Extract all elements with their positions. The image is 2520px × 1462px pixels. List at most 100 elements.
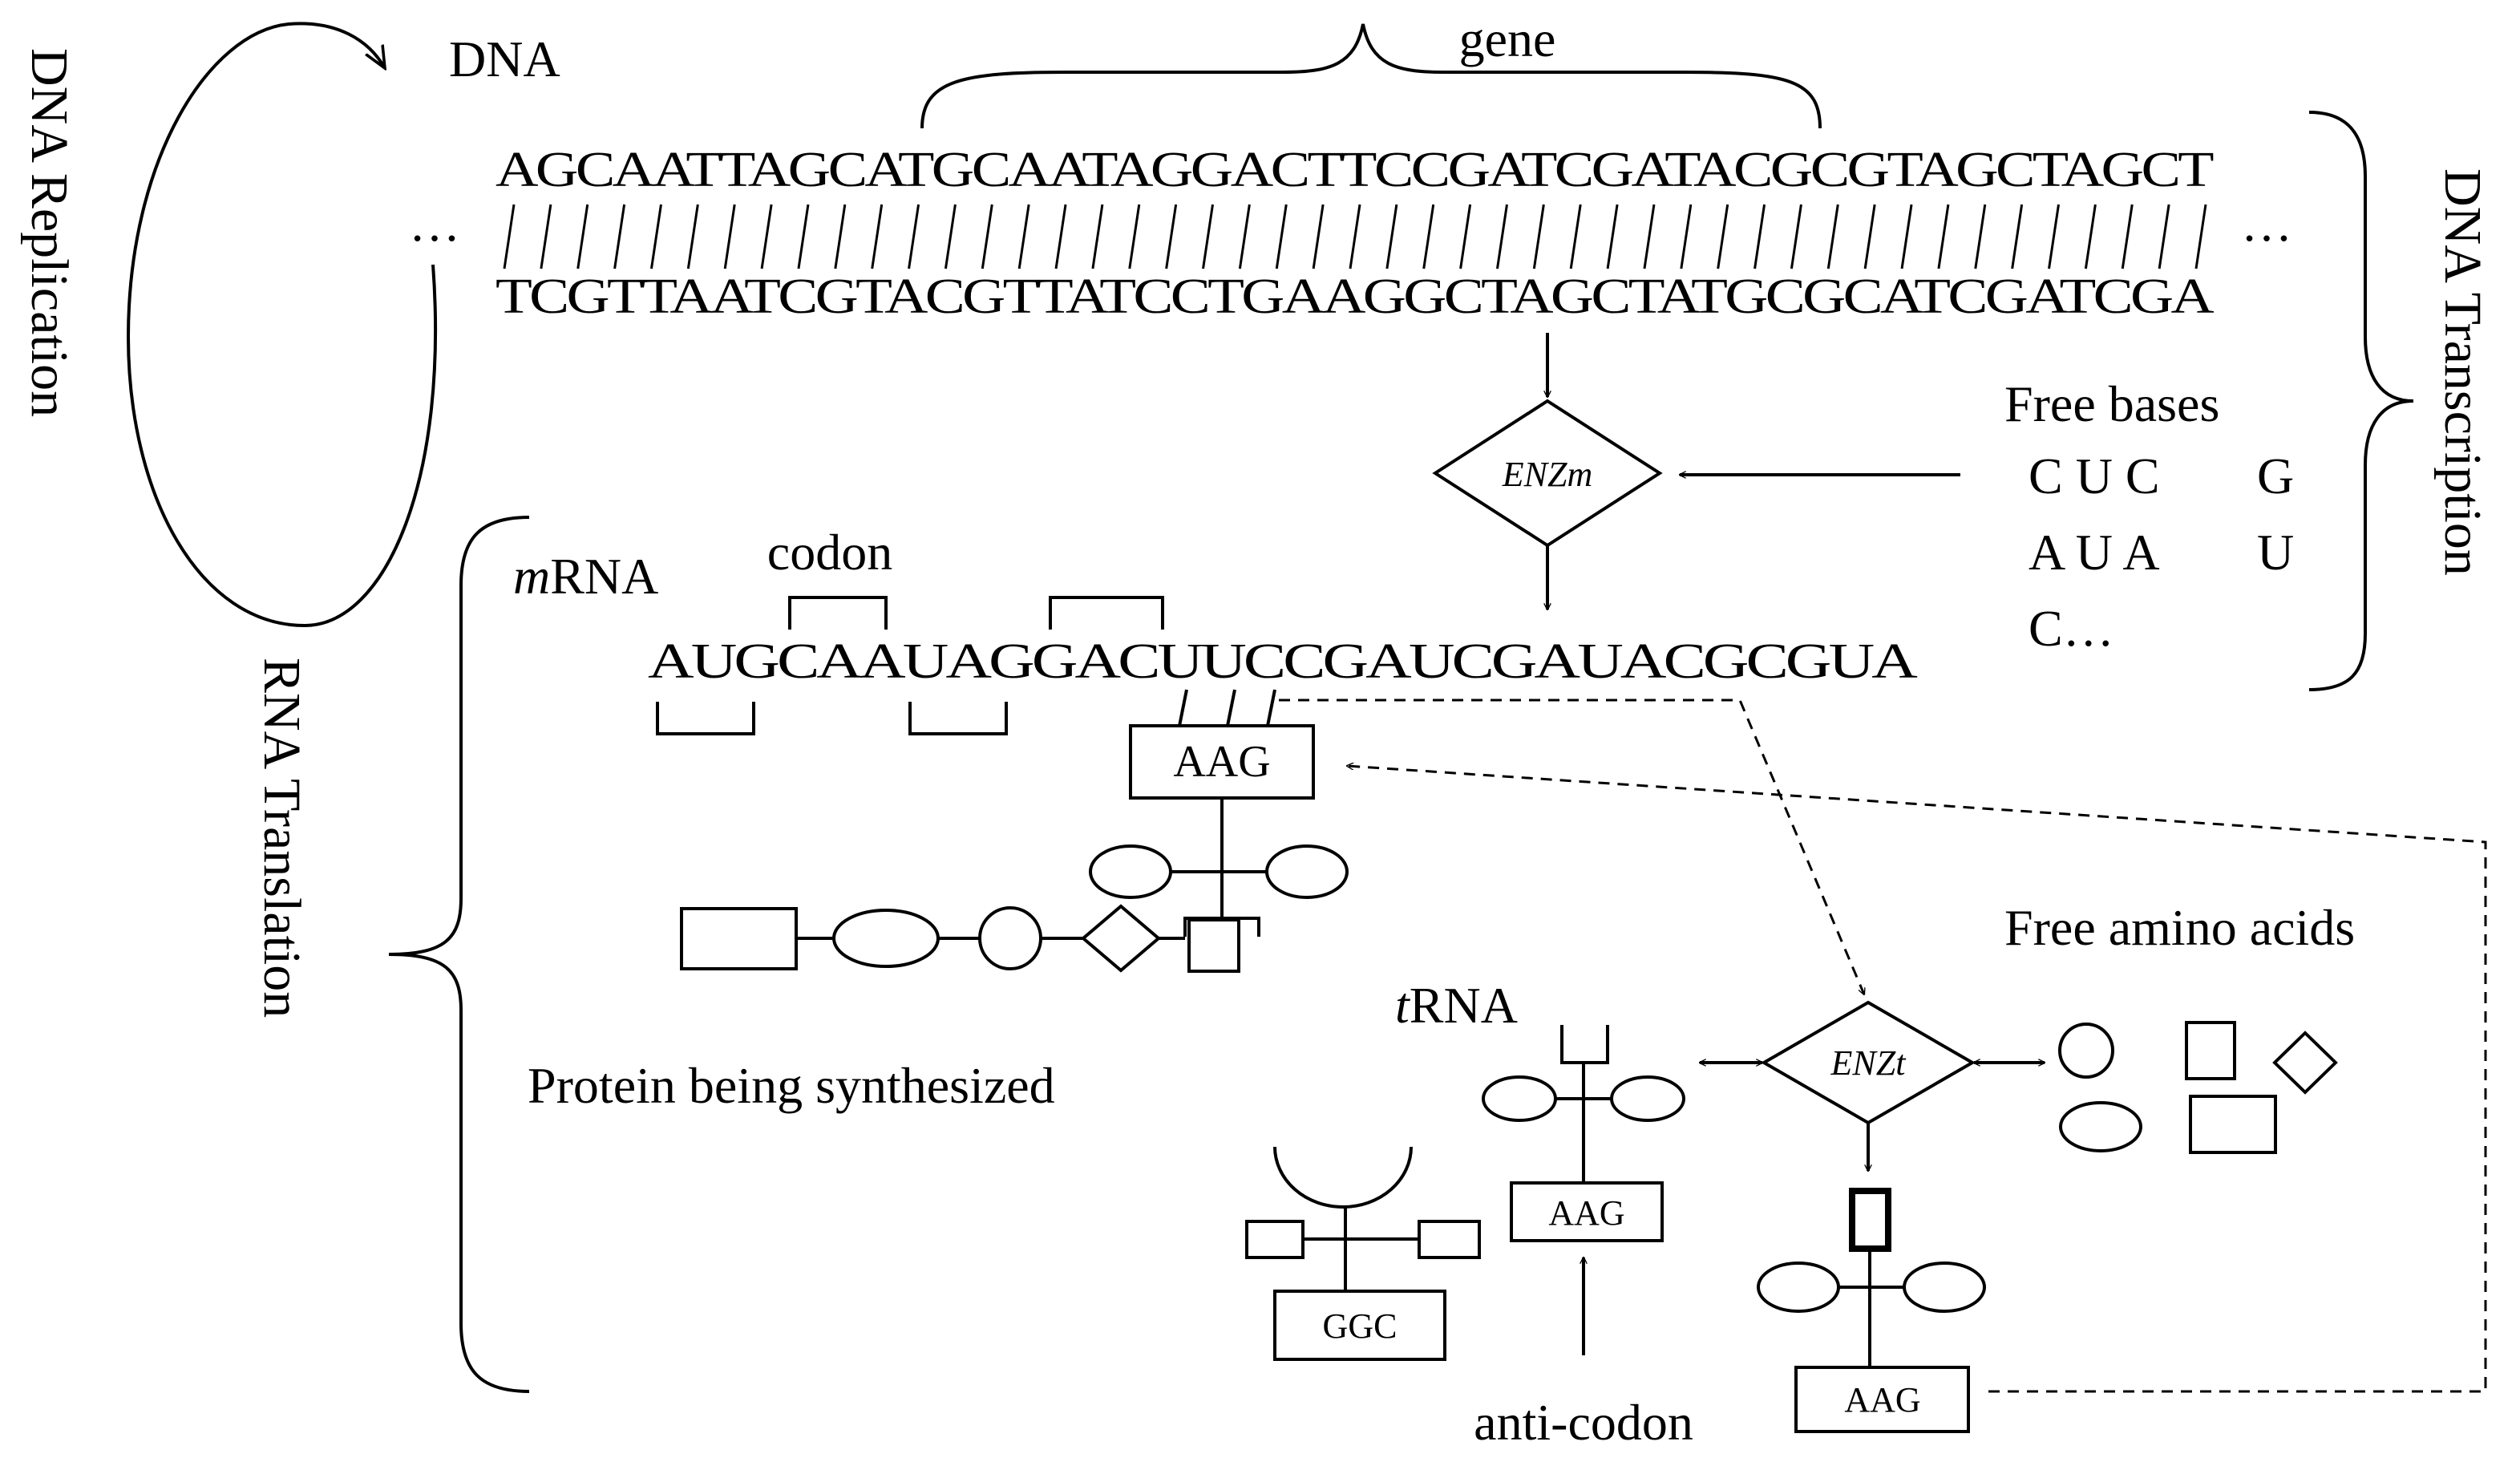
base-pair-bond [2011,204,2024,269]
free-amino-rectangle [2189,1095,2277,1154]
dna-transcription-label: DNA Transcription [2433,168,2492,576]
free-amino-ellipse [2059,1101,2142,1152]
trna-label: tRNA [1395,977,1518,1034]
base-pair-bond [1532,204,1545,269]
base-pair-bond [649,204,662,269]
base-pair-bond [1937,204,1950,269]
free-trna-anticodon-box [1510,1181,1664,1242]
base-pair-bond [1459,204,1472,269]
replication-loop-arrow [126,22,437,628]
protein-amino-circle [978,906,1042,970]
base-pair-bond [1606,204,1619,269]
base-pair-bond [1900,204,1913,269]
free-amino-diamond [2272,1031,2338,1095]
loaded-trna-anticodon-box [1794,1366,1970,1433]
other-trna-anticodon-label: GGC [1323,1306,1398,1346]
base-pair-bond [1717,204,1729,269]
gene-label: gene [1459,10,1556,67]
base-pair-bond [2048,204,2061,269]
protein-amino-diamond [1080,904,1162,973]
base-pair-bond [2084,204,2097,269]
free-trna-anticodon-label: AAG [1548,1193,1624,1233]
loaded-trna-return-dashed-arrow [1347,766,2487,1393]
protein-amino-ellipse [832,909,940,968]
other-trna-acceptor-arc [1273,1146,1413,1209]
base-pair-bond [981,204,993,269]
protein-label: Protein being synthesized [528,1057,1055,1114]
free-bases-row1b: G [2257,448,2294,504]
base-pair-bond [1349,204,1361,269]
bound-anticodon-label: AAG [1173,737,1270,787]
free-bases-row3: C… [2029,600,2114,657]
base-pair-bond [908,204,920,269]
loaded-trna-left-loop [1757,1262,1840,1313]
other-trna-right-loop [1418,1220,1481,1259]
base-pair-bond [1238,204,1251,269]
base-pair-bond [1202,204,1215,269]
base-pair-bond [613,204,626,269]
pairing-line-2 [1225,689,1236,731]
free-trna-right-loop [1610,1075,1685,1122]
rna-translation-label: RNA Translation [253,658,311,1018]
base-pair-bond [797,204,810,269]
base-pair-bond [686,204,699,269]
free-amino-square [2185,1021,2236,1080]
pairing-line-1 [1177,689,1188,731]
dna-label: DNA [449,30,560,87]
base-pair-bond [1165,204,1178,269]
base-pair-bond [834,204,847,269]
free-trna-left-loop [1482,1075,1557,1122]
dna-bottom-strand: TCGTTAATCGTACGTTATCCTGAAGGCTAGCTATGCGCAT… [496,269,2215,324]
mrna-sequence: AUGCAAUAGGACUUCCGAUCGAUACGCGUA [648,634,1918,689]
codon-bracket-4 [908,702,1008,735]
codon-bracket-3 [656,702,755,735]
base-pair-bond [1495,204,1508,269]
free-bases-row1: C U C [2029,448,2160,504]
gene-brace [920,23,1822,129]
base-pair-bonds [503,204,2207,269]
other-trna-left-loop [1245,1220,1304,1259]
translation-brace [388,516,530,1393]
base-pair-bond [1017,204,1030,269]
enzt-label: ENZt [1830,1043,1907,1083]
codon-bracket-1 [788,596,888,630]
base-pair-bond [1826,204,1839,269]
dna-ellipsis-right: … [2241,195,2292,252]
loaded-trna-amino-acid [1849,1188,1891,1252]
mrna-to-enzt-dashed-arrow [1279,699,1864,994]
pairing-line-3 [1265,689,1276,731]
codon-label: codon [767,524,892,581]
base-pair-bond [1790,204,1802,269]
mrna-label: mRNA [513,548,658,605]
free-trna-acceptor [1560,1025,1609,1064]
bound-trna-left-loop [1089,844,1172,899]
base-pair-bond [1091,204,1104,269]
base-pair-bond [1974,204,1987,269]
base-pair-bond [1680,204,1693,269]
free-bases-row2: A U A [2029,524,2160,581]
enzm-label: ENZm [1502,455,1592,494]
base-pair-bond [1054,204,1067,269]
base-pair-bond [944,204,957,269]
base-pair-bond [760,204,773,269]
base-pair-bond [1863,204,1876,269]
free-bases-row2b: U [2257,524,2294,581]
free-amino-circle [2058,1023,2114,1079]
free-amino-acids-label: Free amino acids [2004,899,2355,956]
base-pair-bond [1275,204,1288,269]
dna-ellipsis-left: … [409,195,460,252]
free-bases-label: Free bases [2004,375,2219,432]
base-pair-bond [1385,204,1398,269]
base-pair-bond [1312,204,1325,269]
base-pair-bond [540,204,552,269]
protein-amino-rectangle [680,907,798,970]
anti-codon-label: anti-codon [1474,1394,1693,1451]
bound-trna-right-loop [1265,844,1349,899]
base-pair-bond [503,204,516,269]
base-pair-bond [576,204,589,269]
protein-amino-new [1187,918,1240,973]
base-pair-bond [723,204,736,269]
base-pair-bond [1643,204,1656,269]
base-pair-bond [1753,204,1766,269]
